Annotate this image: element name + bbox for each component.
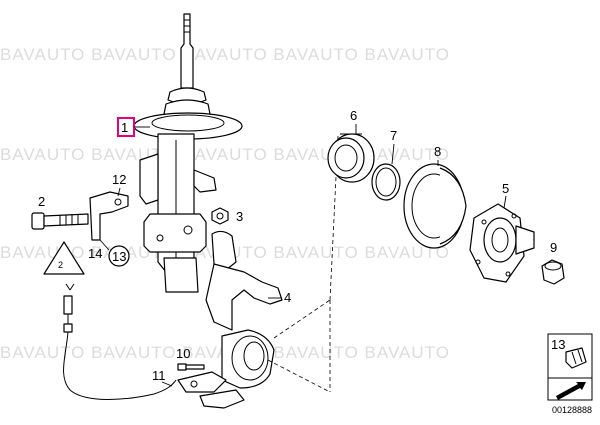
callout-13-circle xyxy=(108,245,130,267)
diagram-id: 00128888 xyxy=(552,405,592,415)
wear-sensor-cable-part-11[interactable] xyxy=(63,283,177,400)
callout-8[interactable]: 8 xyxy=(434,144,441,159)
collar-nut-part-9[interactable] xyxy=(541,259,565,285)
callout-14[interactable]: 14 xyxy=(88,246,102,261)
inset-part-13[interactable] xyxy=(547,333,593,401)
bolt-part-2[interactable] xyxy=(31,212,89,230)
callout-7[interactable]: 7 xyxy=(390,128,397,143)
callout-13-inset[interactable]: 13 xyxy=(551,337,565,352)
shock-absorber-strut[interactable] xyxy=(133,13,243,293)
callout-1[interactable]: 1 xyxy=(121,120,128,135)
nut-part-3[interactable] xyxy=(211,207,229,225)
callout-13[interactable]: 13 xyxy=(112,249,126,264)
callout-10[interactable]: 10 xyxy=(176,346,190,361)
bracket-part-12[interactable] xyxy=(89,191,129,241)
warning-symbol-text: 2 xyxy=(58,260,63,270)
watermark-row-2: BAVAUTO BAVAUTO BAVAUTO BAVAUTO BAVAUTO xyxy=(0,145,450,164)
watermark-row-1: BAVAUTO BAVAUTO BAVAUTO BAVAUTO BAVAUTO xyxy=(0,45,450,64)
wheel-bearing-part-6[interactable] xyxy=(327,133,375,183)
warning-triangle-part-14[interactable]: 2 xyxy=(43,241,85,275)
callout-12[interactable]: 12 xyxy=(112,172,126,187)
dust-guard-part-8[interactable] xyxy=(403,163,467,249)
callout-9[interactable]: 9 xyxy=(550,240,557,255)
steering-knuckle-part-4[interactable] xyxy=(177,230,283,409)
callout-6[interactable]: 6 xyxy=(350,108,357,123)
callout-2[interactable]: 2 xyxy=(38,194,45,209)
callout-5[interactable]: 5 xyxy=(502,181,509,196)
wheel-hub-part-5[interactable] xyxy=(469,203,535,283)
bolt-part-10[interactable] xyxy=(177,363,205,371)
callout-11[interactable]: 11 xyxy=(152,368,166,383)
circlip-part-7[interactable] xyxy=(371,163,401,201)
callout-3[interactable]: 3 xyxy=(236,209,243,224)
callout-4[interactable]: 4 xyxy=(284,290,291,305)
